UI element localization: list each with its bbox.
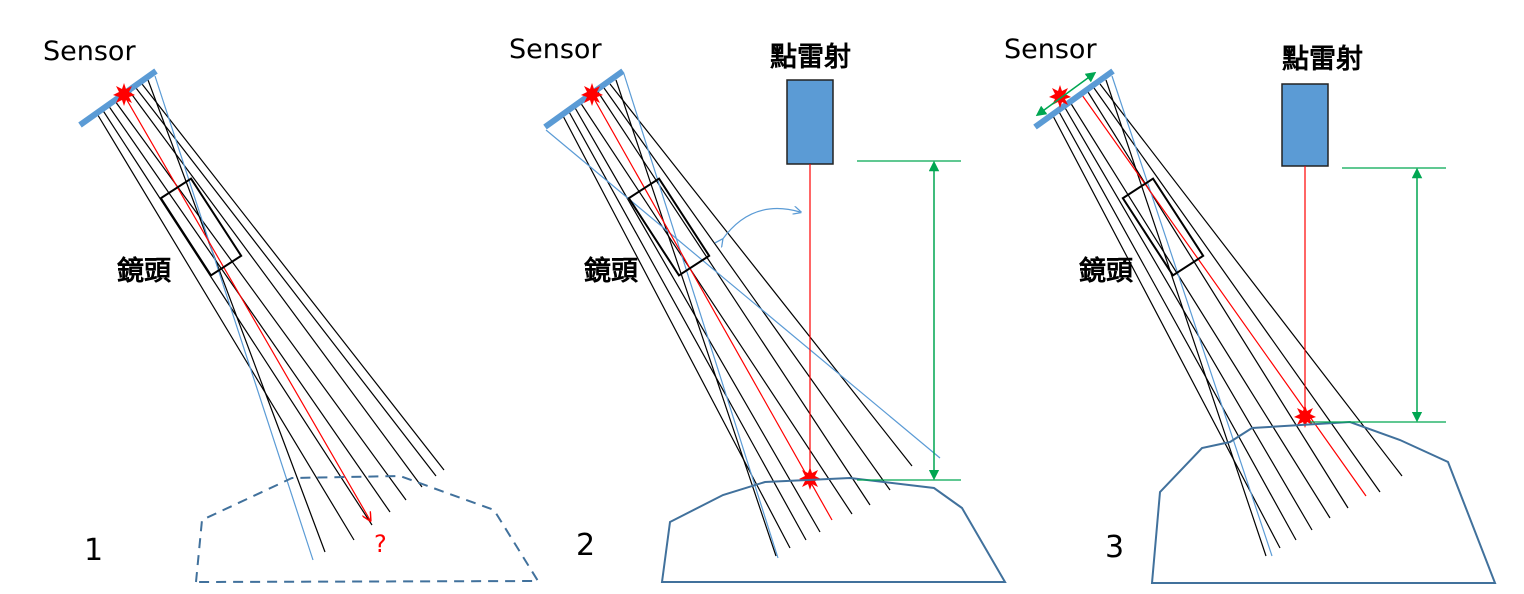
ray	[615, 79, 777, 557]
ray	[567, 109, 807, 541]
rays-group-3	[1051, 79, 1403, 557]
laser-label: 點雷射	[1282, 44, 1363, 75]
ray	[114, 100, 407, 501]
ray	[135, 87, 437, 477]
ray	[147, 79, 326, 553]
point-laser-body	[786, 79, 834, 165]
ray	[1093, 87, 1381, 493]
rays-group-1	[95, 79, 445, 553]
ray	[1099, 83, 1403, 477]
object-outline	[1150, 420, 1497, 584]
laser-spot-icon	[799, 467, 821, 490]
ray	[603, 87, 891, 491]
question-mark: ?	[374, 530, 387, 558]
ray	[95, 111, 355, 541]
chief-ray-line	[123, 94, 370, 520]
laser-spot-icon	[581, 83, 603, 106]
sensor-bar	[78, 68, 158, 128]
ray	[1069, 101, 1331, 519]
ray	[579, 101, 853, 515]
panel-3: Sensor 點雷射 鏡頭 3	[1004, 34, 1497, 584]
point-laser-body	[1281, 83, 1329, 167]
sensor-label: Sensor	[43, 36, 136, 67]
ray	[129, 91, 423, 488]
ray	[107, 104, 391, 513]
ray	[1057, 109, 1297, 541]
lens-label: 鏡頭	[1079, 255, 1134, 287]
lens-box	[627, 177, 711, 277]
panel-2: Sensor 點雷射 鏡頭 2	[509, 34, 1007, 583]
panel-number: 3	[1105, 530, 1124, 565]
object-outline	[660, 476, 1007, 583]
sensor-label: Sensor	[509, 34, 602, 65]
sensor-bar	[543, 68, 625, 130]
panel-number: 2	[576, 528, 595, 563]
lens-label: 鏡頭	[584, 255, 639, 287]
ray	[141, 83, 445, 471]
ray	[1087, 91, 1349, 509]
laser-spot-icon	[113, 83, 135, 106]
chief-ray-line	[1081, 94, 1367, 497]
rotation-arrow	[722, 209, 800, 241]
object-outline-dashed	[194, 474, 540, 584]
panel-number: 1	[84, 533, 103, 568]
ray	[1063, 105, 1313, 531]
ray	[573, 105, 821, 533]
shift-arrow	[1035, 71, 1097, 117]
lens-label: 鏡頭	[117, 255, 172, 287]
lens-box	[159, 177, 243, 277]
panel-1: Sensor 鏡頭 ? 1	[43, 36, 540, 584]
laser-label: 點雷射	[770, 42, 851, 73]
fov-edge-line	[154, 75, 314, 561]
rays-group-2	[561, 79, 913, 557]
ray	[1105, 79, 1267, 557]
chief-ray-line	[591, 94, 833, 521]
fov-edge-line	[623, 73, 779, 559]
sensor-label: Sensor	[1004, 34, 1097, 65]
ray	[609, 83, 913, 467]
lens-box	[1121, 177, 1205, 277]
ray	[1051, 113, 1281, 549]
fov-edge-line	[1111, 75, 1273, 557]
fov-edge-line	[545, 129, 941, 459]
